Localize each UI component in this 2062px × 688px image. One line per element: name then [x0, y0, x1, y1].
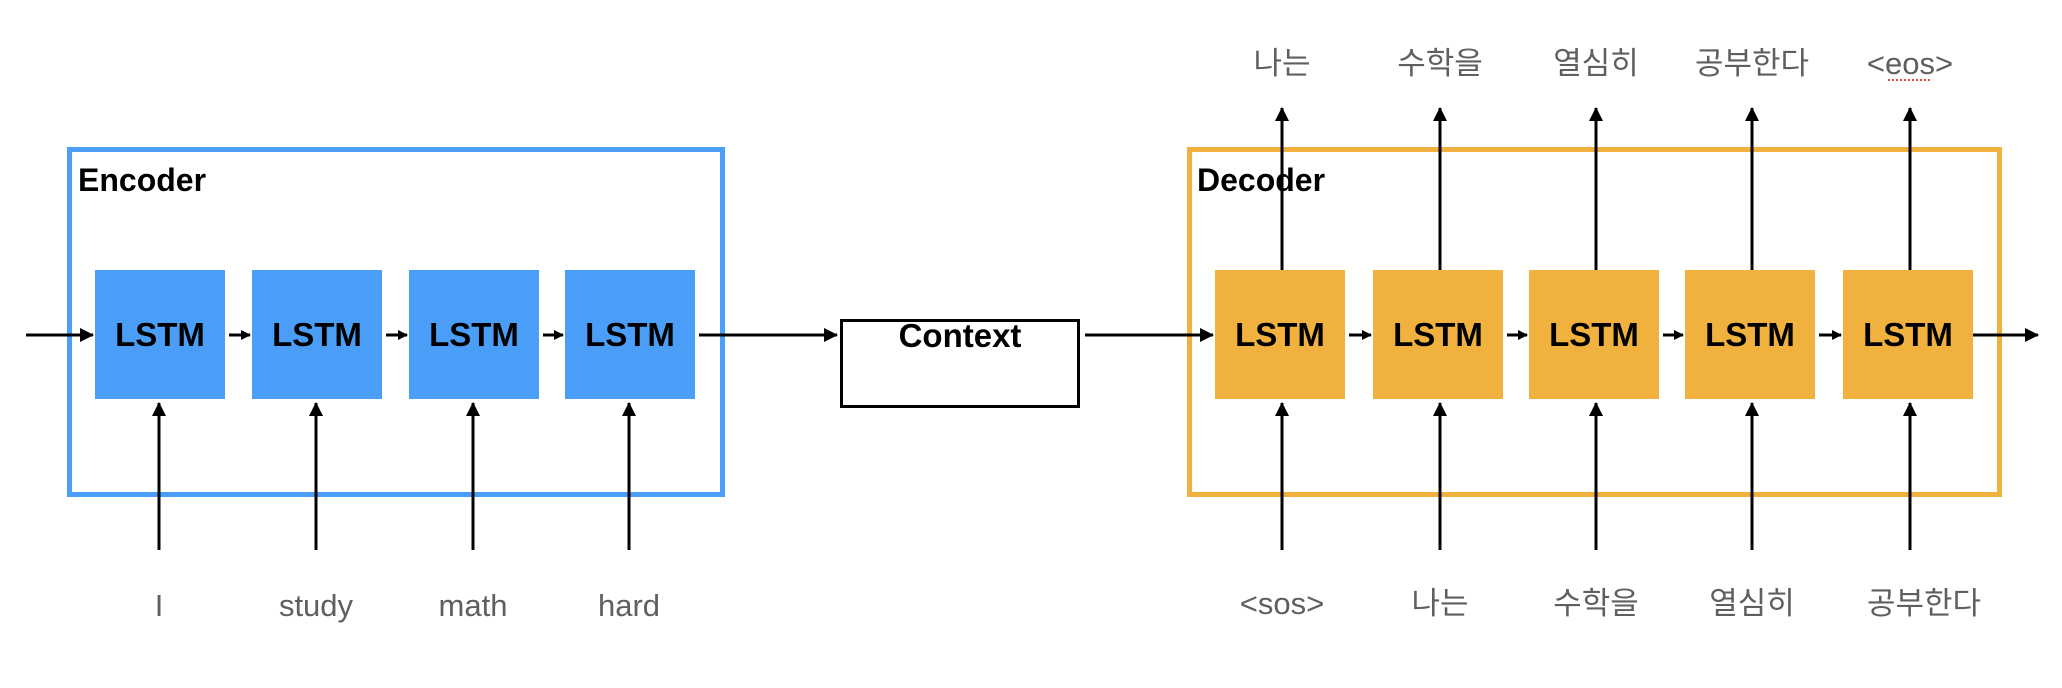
decoder-output-token: 수학을 [1397, 46, 1483, 81]
encoder-lstm-label: LSTM [272, 316, 362, 353]
decoder-lstm-cell [1373, 270, 1503, 399]
decoder-lstm-label: LSTM [1705, 316, 1795, 353]
encoder-input-token: study [279, 588, 354, 623]
encoder-input-token: hard [598, 588, 660, 623]
decoder-lstm-label: LSTM [1393, 316, 1483, 353]
decoder-lstm-label: LSTM [1863, 316, 1953, 353]
encoder-title: Encoder [78, 162, 206, 198]
encoder-lstm-label: LSTM [585, 316, 675, 353]
decoder-input-token: 열심히 [1709, 586, 1795, 621]
encoder-lstm-label: LSTM [115, 316, 205, 353]
decoder-output-token: <eos> [1867, 46, 1953, 81]
decoder-input-token: 공부한다 [1867, 586, 1981, 621]
encoder-group: Encoder LSTM LSTM LSTM LSTM [67, 147, 725, 497]
decoder-input-token: 나는 [1411, 586, 1468, 621]
decoder-output-token: 공부한다 [1695, 46, 1809, 81]
encoder-lstm-cell [252, 270, 382, 399]
decoder-output-token: 열심히 [1553, 46, 1639, 81]
encoder-lstm-cell [565, 270, 695, 399]
encoder-input-token: math [439, 588, 508, 623]
encoder-lstm-cell [409, 270, 539, 399]
encoder-box [67, 147, 725, 497]
encoder-lstm-cell [95, 270, 225, 399]
decoder-lstm-label: LSTM [1549, 316, 1639, 353]
decoder-title: Decoder [1197, 162, 1325, 198]
encoder-input-token: I [155, 588, 164, 623]
decoder-lstm-label: LSTM [1235, 316, 1325, 353]
decoder-output-token: 나는 [1253, 46, 1310, 81]
context-group: Context [840, 317, 1080, 408]
decoder-input-token: 수학을 [1553, 586, 1639, 621]
decoder-lstm-cell [1843, 270, 1973, 399]
decoder-lstm-cell [1685, 270, 1815, 399]
encoder-lstm-label: LSTM [429, 316, 519, 353]
context-label: Context [899, 317, 1022, 354]
decoder-lstm-cell [1215, 270, 1345, 399]
decoder-lstm-cell [1529, 270, 1659, 399]
decoder-input-token: <sos> [1240, 586, 1324, 621]
context-box [840, 319, 1080, 408]
